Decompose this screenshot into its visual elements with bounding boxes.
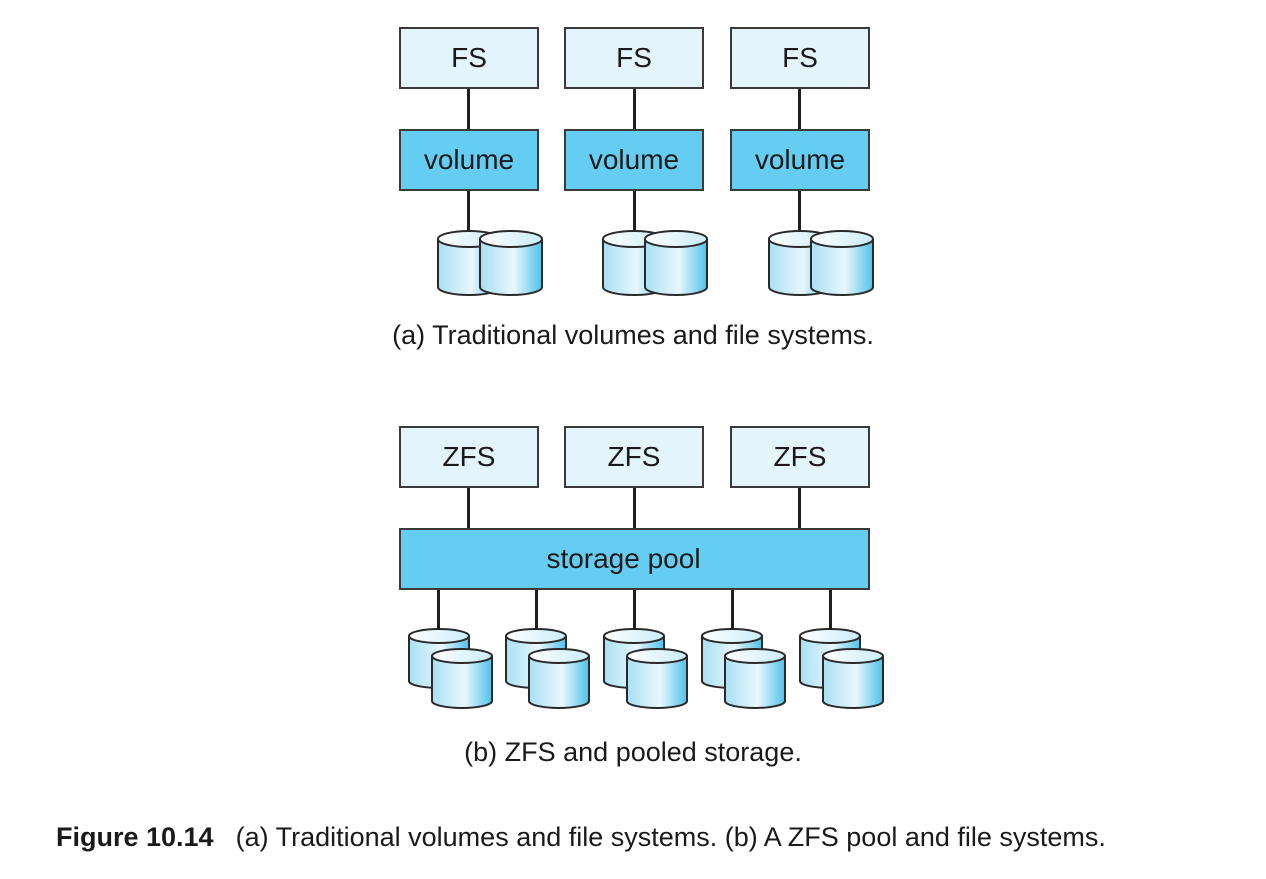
connector-fs-volume-2 [633, 89, 636, 129]
disk-a-1-front [479, 230, 543, 296]
disk-b-2-front [528, 648, 590, 709]
connector-volume-disk-3 [798, 191, 801, 233]
connector-fs-volume-1 [467, 89, 470, 129]
connector-pool-disk-1 [437, 590, 440, 630]
zfs-box-3: ZFS [730, 426, 870, 488]
figure-caption: Figure 10.14 (a) Traditional volumes and … [56, 822, 1106, 853]
caption-b: (b) ZFS and pooled storage. [464, 737, 802, 767]
connector-volume-disk-1 [467, 191, 470, 233]
caption-a: (a) Traditional volumes and file systems… [392, 320, 874, 350]
figure-number: Figure 10.14 [56, 822, 214, 852]
disk-a-3-front [810, 230, 874, 296]
volume-box-1: volume [399, 129, 539, 191]
connector-pool-disk-2 [535, 590, 538, 630]
volume-box-2: volume [564, 129, 704, 191]
fs-box-1: FS [399, 27, 539, 89]
disk-b-4-front [724, 648, 786, 709]
connector-zfs-pool-3 [798, 488, 801, 528]
connector-volume-disk-2 [633, 191, 636, 233]
zfs-box-2: ZFS [564, 426, 704, 488]
zfs-box-1: ZFS [399, 426, 539, 488]
connector-pool-disk-3 [633, 590, 636, 630]
figure-caption-text: (a) Traditional volumes and file systems… [235, 822, 1106, 852]
fs-box-2: FS [564, 27, 704, 89]
disk-a-2-front [644, 230, 708, 296]
storage-pool-box: storage pool [399, 528, 870, 590]
volume-box-3: volume [730, 129, 870, 191]
connector-zfs-pool-2 [633, 488, 636, 528]
disk-b-3-front [626, 648, 688, 709]
connector-pool-disk-5 [829, 590, 832, 630]
disk-b-1-front [431, 648, 493, 709]
fs-box-3: FS [730, 27, 870, 89]
connector-pool-disk-4 [731, 590, 734, 630]
connector-zfs-pool-1 [467, 488, 470, 528]
disk-b-5-front [822, 648, 884, 709]
connector-fs-volume-3 [798, 89, 801, 129]
